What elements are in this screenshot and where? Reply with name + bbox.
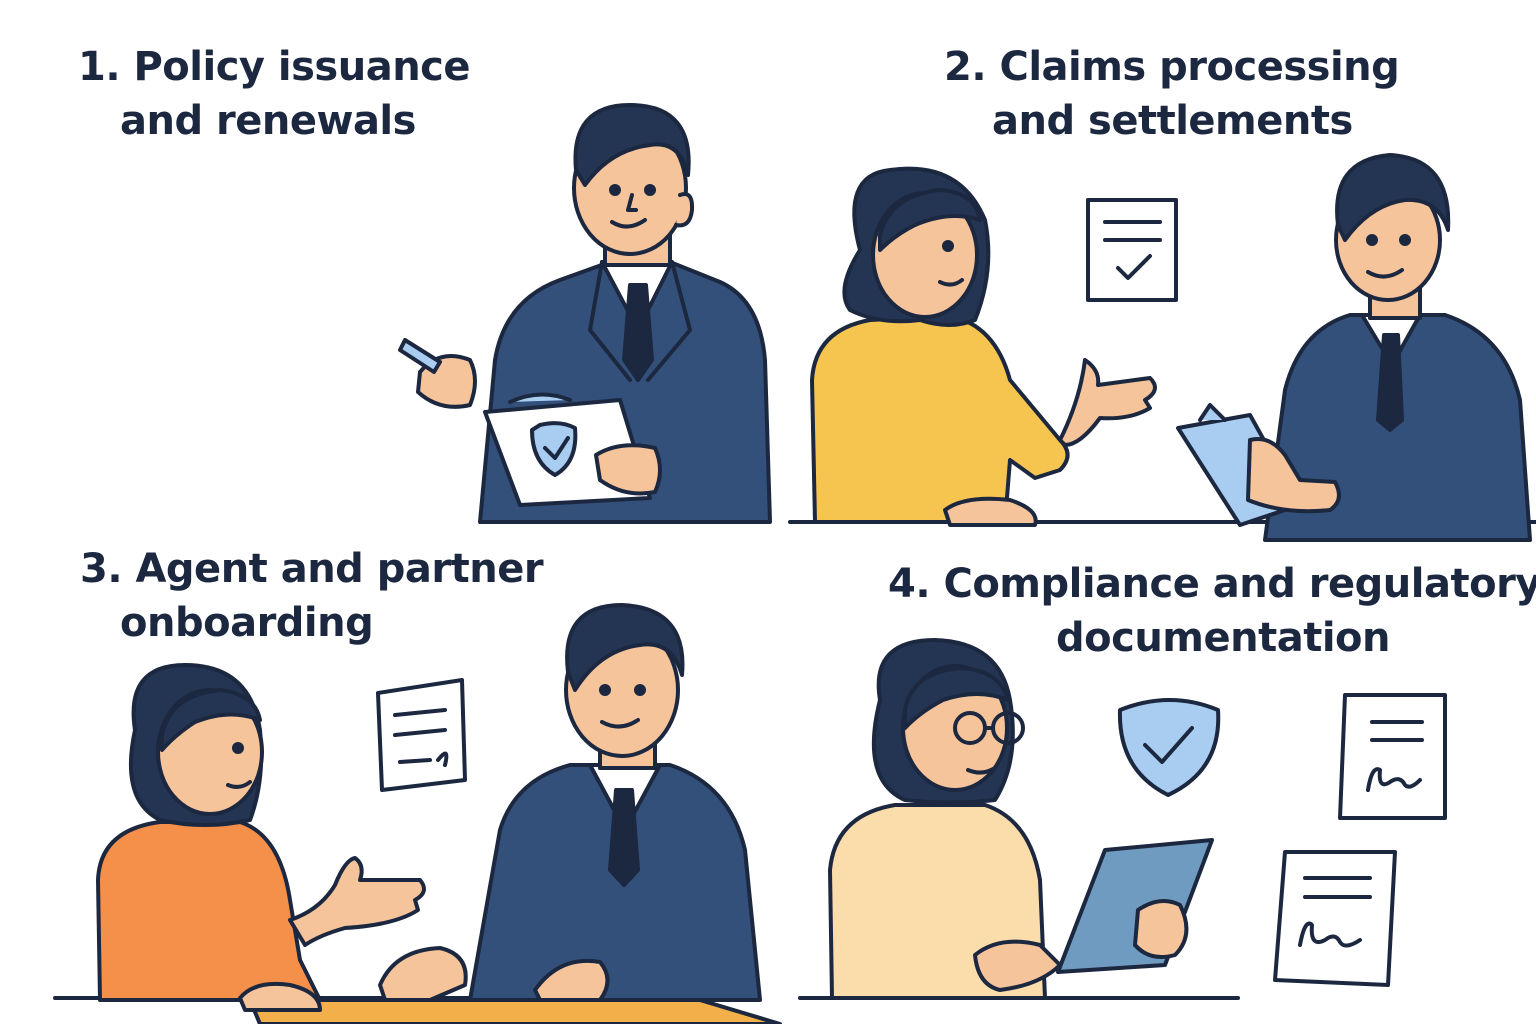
man-suit-onboarding — [378, 603, 762, 1002]
panel-4-line1-text: Compliance and regulatory — [943, 561, 1536, 607]
panel-3-line1-text: Agent and partner — [135, 546, 544, 592]
panel-3-table — [248, 998, 782, 1024]
panel-1-line1-text: Policy issuance — [133, 44, 471, 90]
woman-with-glasses — [828, 638, 1214, 1000]
panel-3-title-line2: onboarding — [120, 600, 374, 646]
panel-4-title-line2: documentation — [1056, 615, 1390, 661]
signed-document-icon — [1338, 693, 1447, 820]
panel-3-title-line1: 3. Agent and partner — [80, 542, 544, 596]
panel-2-illustration — [788, 153, 1536, 542]
pen-icon — [398, 338, 442, 374]
panel-1-title-line1: 1. Policy issuance — [78, 40, 471, 94]
compliance-tablet — [1056, 838, 1214, 974]
shield-check-icon — [530, 421, 578, 477]
panel-2-title: 2. Claims processing and settlements — [944, 40, 1400, 148]
woman-yellow-sweater — [810, 166, 1157, 527]
panel-2-title-line2: and settlements — [992, 98, 1353, 144]
panel-4-title-line1: 4. Compliance and regulatory — [888, 557, 1536, 611]
agreement-document-icon — [376, 678, 467, 792]
glasses-icon — [953, 711, 1025, 745]
panel-1-title: 1. Policy issuance and renewals — [78, 40, 471, 148]
panel-1-title-line2: and renewals — [120, 98, 416, 144]
panel-4-illustration — [798, 638, 1447, 1000]
panel-2-title-line1: 2. Claims processing — [944, 40, 1400, 94]
panel-2-line1-text: Claims processing — [999, 44, 1400, 90]
panel-3-title: 3. Agent and partner onboarding — [80, 542, 544, 650]
panel-4-number: 4. — [888, 561, 931, 607]
man-suit-with-clipboard — [1176, 153, 1532, 542]
shield-check-icon — [1117, 698, 1221, 797]
signed-document-icon — [1273, 850, 1397, 987]
panel-1-illustration — [398, 103, 772, 524]
panel-3-number: 3. — [80, 546, 123, 592]
woman-orange-sweater — [96, 663, 426, 1012]
panel-2-number: 2. — [944, 44, 987, 90]
panel-1-number: 1. — [78, 44, 121, 90]
panel-3-illustration — [53, 603, 782, 1024]
panel-4-title: 4. Compliance and regulatory documentati… — [888, 557, 1536, 665]
claim-document-icon — [1086, 198, 1178, 302]
